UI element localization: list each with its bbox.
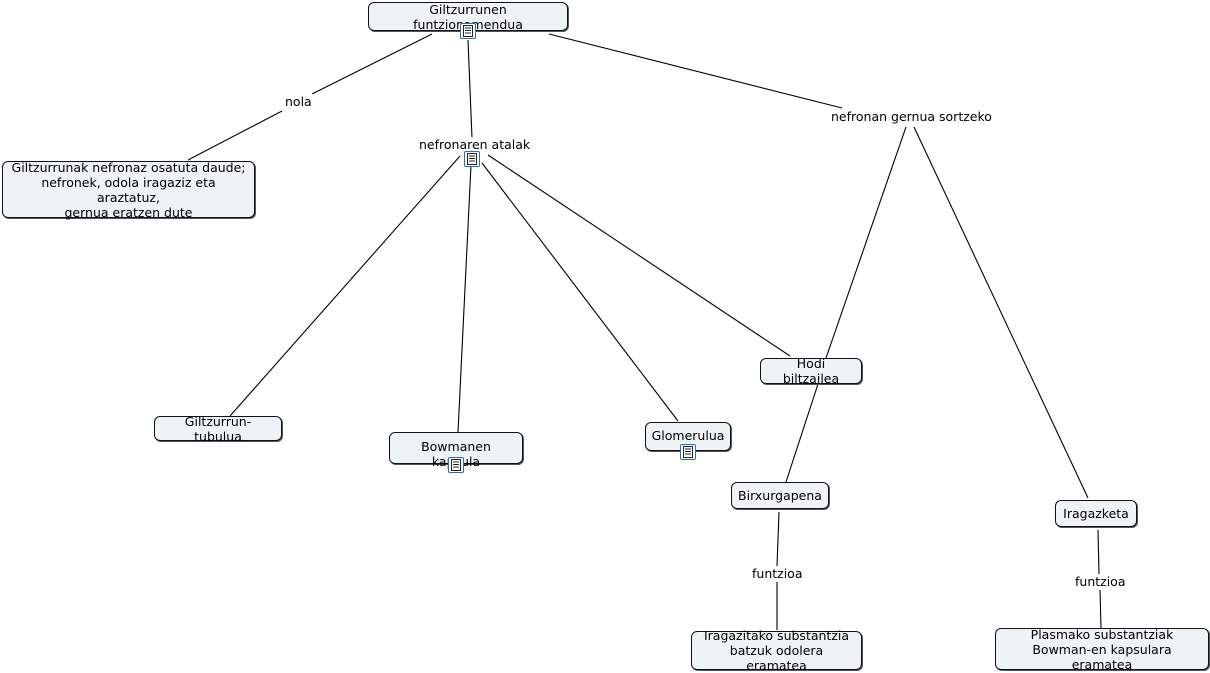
root-document-icon[interactable] [460,23,476,39]
link-sortzeko-hodi [825,126,907,359]
link-atalak-tubulua [229,155,461,417]
concept-tubule-label: Giltzurrun-tubulua [184,413,252,444]
concept-collecting-duct[interactable]: Hodi biltzailea [760,356,862,386]
phrase-function-1[interactable]: funtzioa [750,566,805,581]
concept-reabsorption-label: Birxurgapena [738,488,822,503]
concept-glomerulus-label: Glomerulua [651,428,725,443]
concept-filtration-label: Iragazketa [1063,506,1129,521]
link-sortzeko-iragazketa [913,126,1089,499]
link-hodi-birxurgapena [785,383,819,483]
link-root-sortzeko [548,33,843,109]
phrase-function-2[interactable]: funtzioa [1073,574,1128,589]
concept-reabsorption-result[interactable]: Iragazitako substantzia batzuk odolera e… [691,628,862,673]
link-nola-definition [187,110,283,161]
bowman-document-icon[interactable] [448,457,464,473]
concept-filtration[interactable]: Iragazketa [1055,500,1137,527]
concept-definition[interactable]: Giltzurrunak nefronaz osatuta daude; nef… [2,159,255,220]
link-atalak-bowman [457,164,472,433]
phrase-urine-formation[interactable]: nefronan gernua sortzeko [829,109,994,124]
phrase-nephron-parts[interactable]: nefronaren atalak [417,137,533,152]
concept-collecting-duct-label: Hodi biltzailea [782,356,840,386]
concept-definition-label: Giltzurrunak nefronaz osatuta daude; nef… [11,159,246,220]
link-birxurgapena-funtzioa [776,511,780,567]
phrase-how[interactable]: nola [283,94,314,109]
link-root-atalak [467,39,473,139]
concept-reabsorption[interactable]: Birxurgapena [731,482,829,509]
link-atalak-glomerulua [481,162,679,422]
link-root-nola [311,33,433,95]
concept-tubule[interactable]: Giltzurrun-tubulua [154,413,282,444]
link-iragazketa-funtzioa [1097,529,1100,575]
link-funtzioa-result2 [1099,589,1102,629]
link-atalak-hodi [487,154,791,357]
concept-filtration-result-label: Plasmako substantziak Bowman-en kapsular… [1030,626,1174,672]
concept-root[interactable]: Giltzurrunen funtzionamendua [368,2,568,32]
glomerulus-document-icon[interactable] [680,444,696,460]
concept-reabsorption-result-label: Iragazitako substantzia batzuk odolera e… [703,628,850,673]
nephron-parts-document-icon[interactable] [464,151,480,167]
concept-filtration-result[interactable]: Plasmako substantziak Bowman-en kapsular… [995,626,1209,672]
